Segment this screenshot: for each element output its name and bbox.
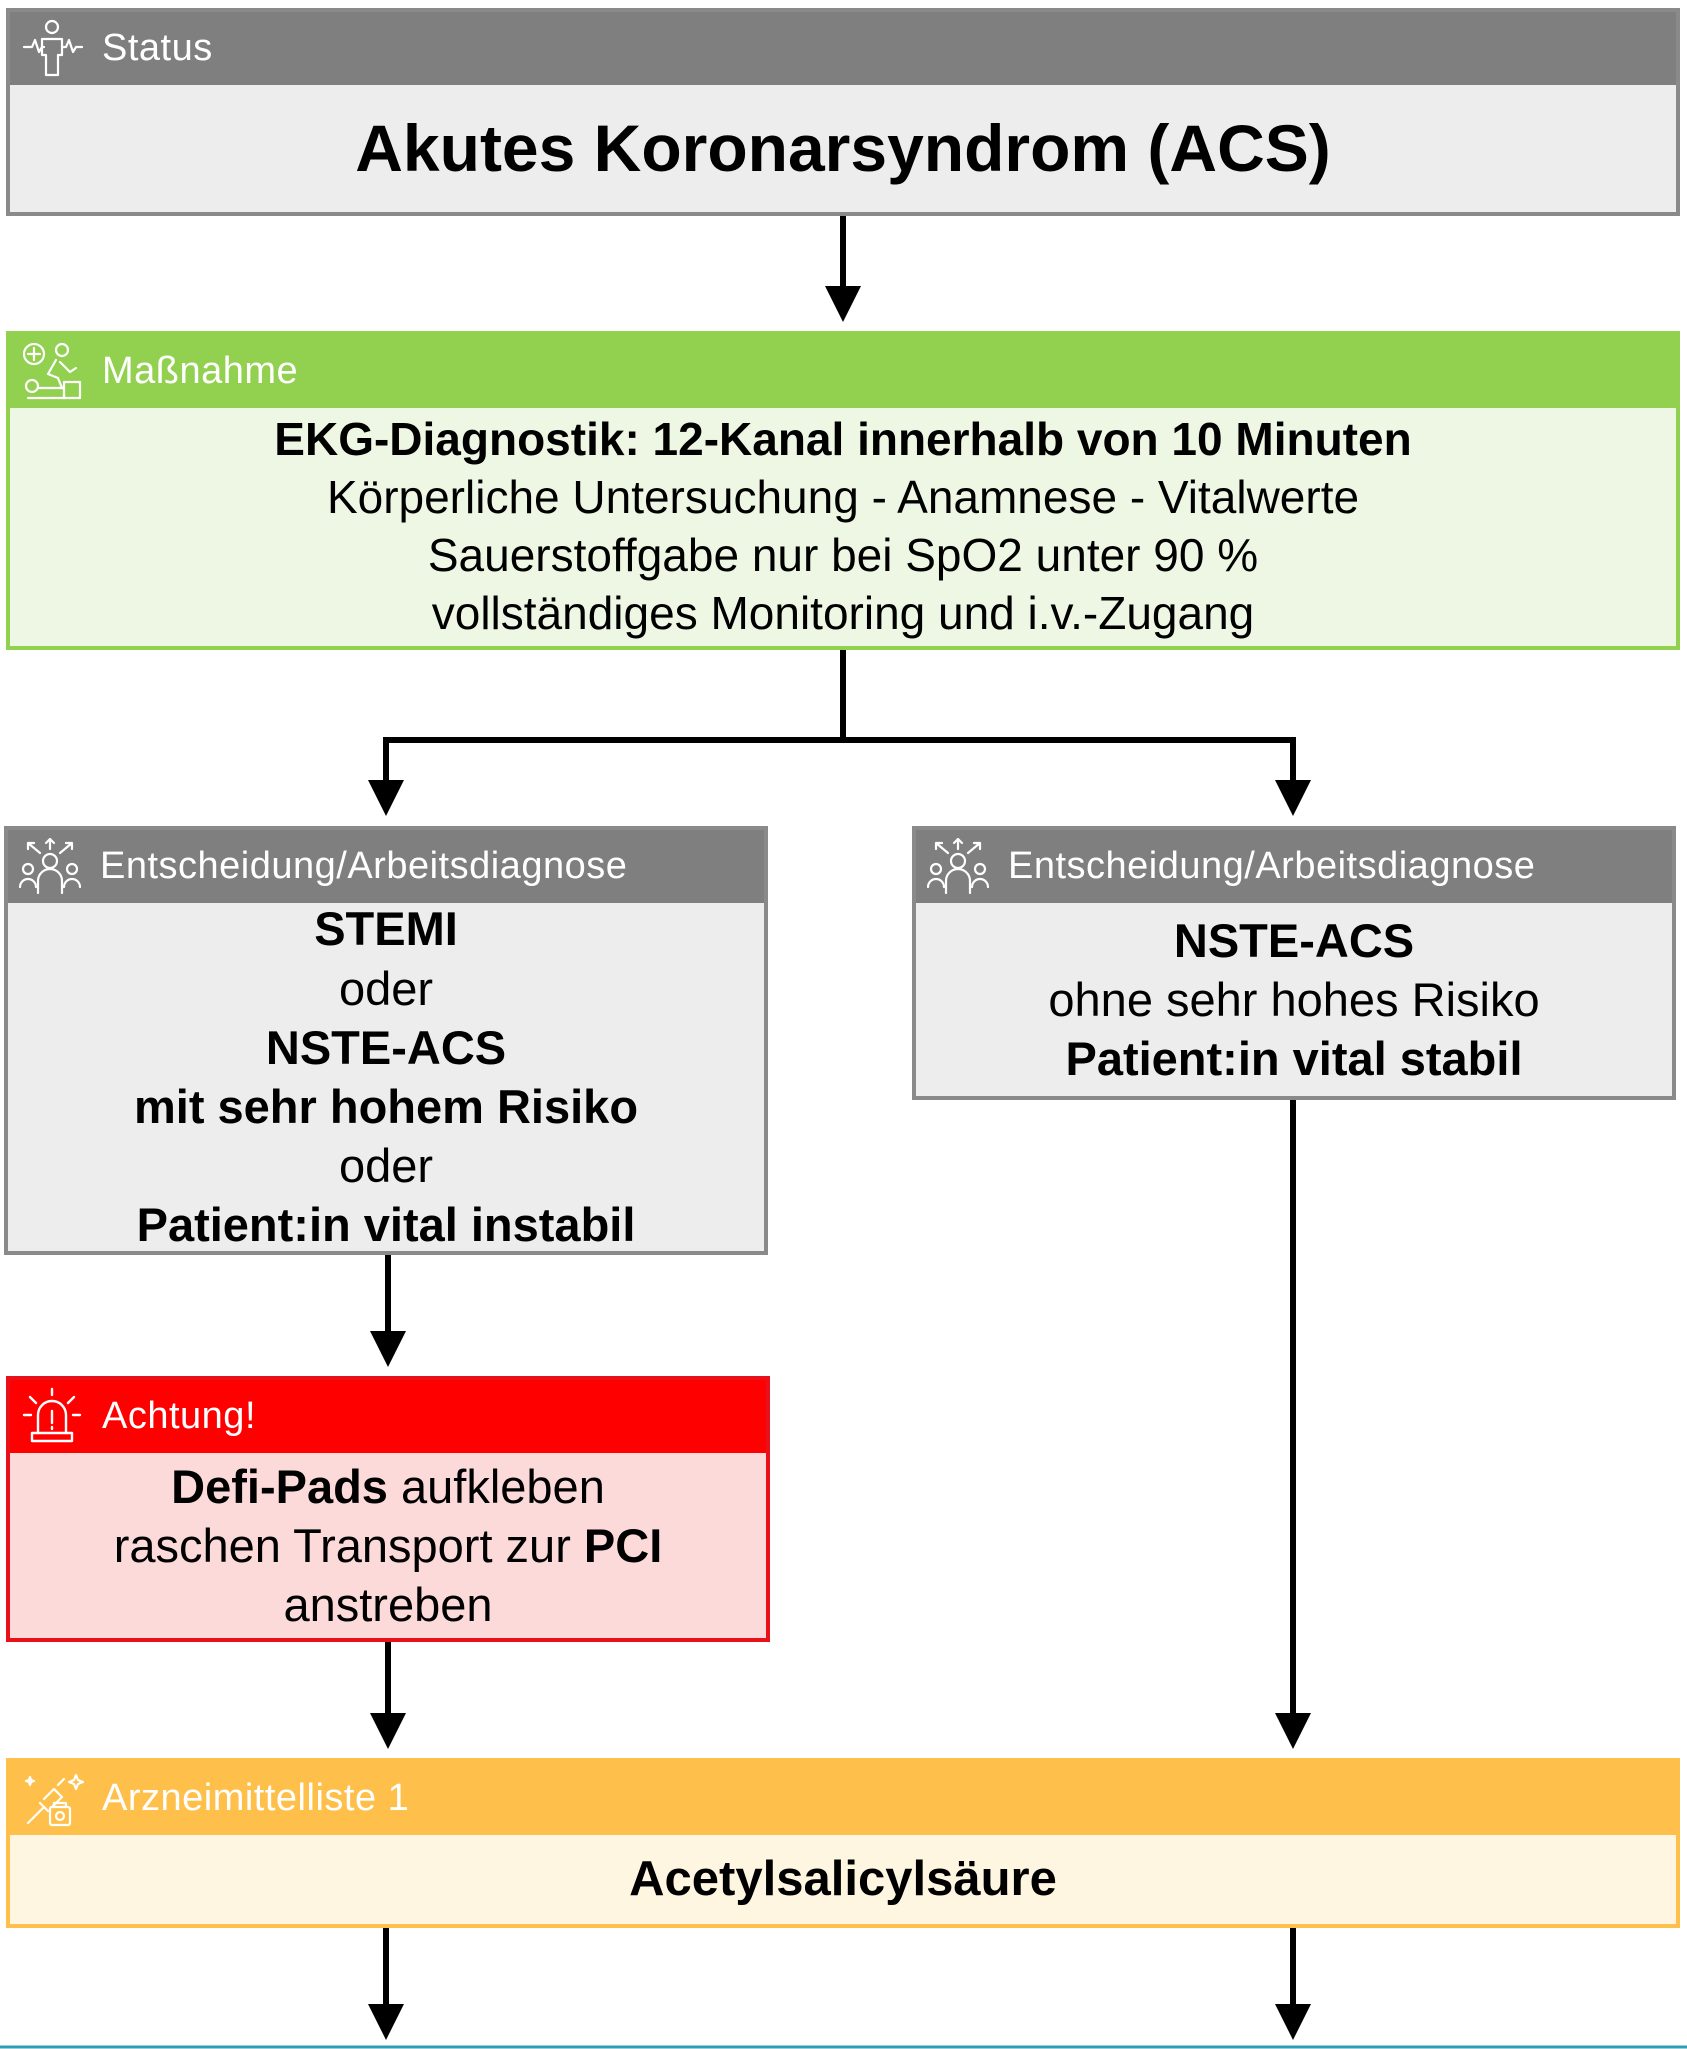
medication-name: Acetylsalicylsäure [629,1851,1057,1906]
warning-box: Achtung! Defi-Pads aufkleben raschen Tra… [6,1376,770,1642]
decision-left-box: Entscheidung/Arbeitsdiagnose STEMI oder … [4,826,768,1255]
decision-right-header: Entscheidung/Arbeitsdiagnose [916,830,1672,903]
measure-box: Maßnahme EKG-Diagnostik: 12-Kanal innerh… [6,331,1680,650]
decision-right-line-1: NSTE-ACS [1173,913,1415,967]
decision-left-content: STEMI oder NSTE-ACS mit sehr hohem Risik… [8,902,764,1252]
decision-right-box: Entscheidung/Arbeitsdiagnose NSTE-ACS oh… [912,826,1676,1100]
decision-left-line-3: NSTE-ACS [265,1020,507,1074]
decision-right-line-3: Patient:in vital stabil [1065,1032,1523,1086]
measure-content: EKG-Diagnostik: 12-Kanal innerhalb von 1… [10,408,1676,646]
decision-left-line-5: oder [338,1139,434,1193]
decision-right-line-2: ohne sehr hohes Risiko [1048,972,1540,1026]
alarm-siren-icon [20,1385,90,1449]
status-box: Status Akutes Koronarsyndrom (ACS) [6,8,1680,216]
warning-line-2-rest: raschen Transport zur [113,1518,584,1572]
warning-pci: PCI [583,1518,663,1572]
warning-header-label: Achtung! [102,1395,256,1437]
warning-line-1-rest: aufkleben [387,1459,605,1513]
decision-right-content: NSTE-ACS ohne sehr hohes Risiko Patient:… [916,903,1672,1096]
medication-header: Arzneimittelliste 1 [10,1762,1676,1835]
medication-content: Acetylsalicylsäure [10,1835,1676,1924]
warning-content: Defi-Pads aufkleben raschen Transport zu… [10,1453,766,1638]
warning-line-1: Defi-Pads aufkleben [171,1457,605,1516]
medicine-syringe-icon [20,1767,90,1831]
decision-left-line-1: STEMI [314,902,458,956]
measure-line-ecg: EKG-Diagnostik: 12-Kanal innerhalb von 1… [274,413,1412,466]
warning-line-2: raschen Transport zur PCI [114,1516,663,1575]
medication-header-label: Arzneimittelliste 1 [102,1777,410,1819]
measure-line-exam: Körperliche Untersuchung - Anamnese - Vi… [326,471,1360,524]
warning-header: Achtung! [10,1380,766,1453]
warning-defi-pads: Defi-Pads [171,1459,388,1513]
measure-line-oxygen: Sauerstoffgabe nur bei SpO2 unter 90 % [427,529,1259,581]
status-header-label: Status [102,27,213,69]
decision-left-header-label: Entscheidung/Arbeitsdiagnose [100,845,628,887]
decision-arrows-icon [18,835,88,899]
decision-left-line-6: Patient:in vital instabil [136,1198,636,1252]
first-aid-cpr-icon [20,340,90,404]
decision-right-header-label: Entscheidung/Arbeitsdiagnose [1008,845,1536,887]
decision-left-line-4: mit sehr hohem Risiko [133,1080,639,1133]
medication-box: Arzneimittelliste 1 Acetylsalicylsäure [6,1758,1680,1928]
measure-line-monitoring: vollständiges Monitoring und i.v.-Zugang [431,586,1255,639]
measure-header: Maßnahme [10,335,1676,408]
decision-left-header: Entscheidung/Arbeitsdiagnose [8,830,764,903]
warning-line-3: anstreben [283,1578,493,1632]
decision-left-line-2: oder [338,961,434,1015]
status-header: Status [10,12,1676,85]
measure-header-label: Maßnahme [102,350,299,392]
status-content: Akutes Koronarsyndrom (ACS) [10,85,1676,212]
status-title: Akutes Koronarsyndrom (ACS) [355,110,1331,185]
monitor-person-icon [20,17,90,81]
decision-arrows-icon [926,835,996,899]
